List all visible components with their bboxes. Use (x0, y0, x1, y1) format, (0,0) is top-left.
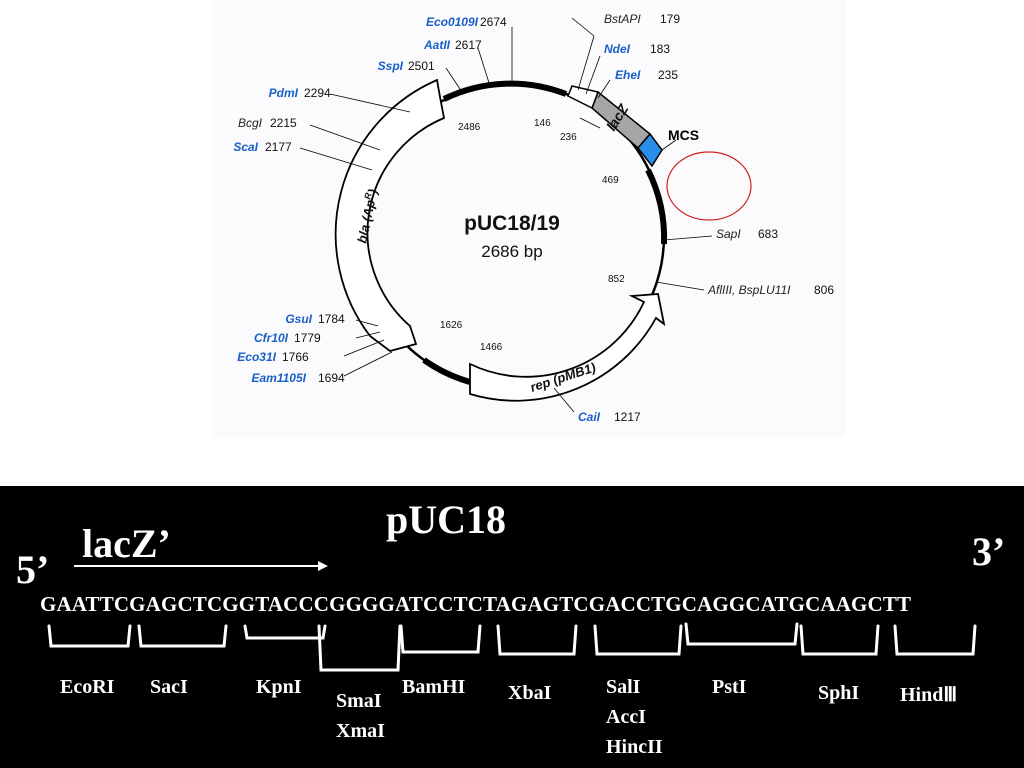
backbone-thick-arc-top (442, 80, 568, 102)
enzyme-xbai: XbaI (508, 682, 552, 704)
lacz-prime-label: lacZ’ (82, 521, 171, 566)
sequence-title: pUC18 (386, 497, 507, 542)
mcs-sequence: GAATTCGAGCTCGGTACCCGGGGATCCTCTAGAGTCGACC… (40, 592, 912, 616)
kpni-bracket (243, 624, 327, 640)
mcs-feature-label: MCS (668, 127, 699, 143)
enzyme-acci: AccI (606, 706, 646, 728)
site-name-bcgi: BcgI (238, 116, 263, 130)
bamhi-bracket (399, 624, 482, 654)
psti-bracket (684, 622, 799, 646)
backbone-thick-arc-bottom (422, 357, 471, 385)
three-prime-label: 3’ (972, 529, 1006, 574)
inner-pos-236: 236 (560, 132, 577, 143)
enzyme-saci: SacI (150, 676, 188, 698)
enzyme-hincii: HincII (606, 736, 663, 758)
site-pos-eam1105i: 1694 (318, 371, 345, 385)
site-name-aatii: AatII (423, 38, 451, 52)
site-pos-gsui: 1784 (318, 312, 345, 326)
site-name-ehei: EheI (615, 68, 641, 82)
enzyme-xmai: XmaI (336, 720, 385, 742)
enzyme-hindiii: HindⅢ (900, 684, 958, 706)
enzyme-smai: SmaI (336, 690, 382, 712)
plasmid-map-panel: Eco0109I 2674 AatII 2617 SspI 2501 PdmI … (212, 0, 846, 438)
enzyme-sali: SalI (606, 676, 641, 698)
inner-pos-1466: 1466 (480, 342, 503, 353)
enzyme-bamhi: BamHI (402, 676, 466, 698)
site-pos-bstapi: 179 (660, 12, 680, 26)
lacz-arrowhead-icon (318, 561, 328, 571)
enzyme-sphi: SphI (818, 682, 860, 704)
enzyme-psti: PstI (712, 676, 747, 698)
site-pos-sspi: 2501 (408, 59, 435, 73)
site-pos-bcgi: 2215 (270, 116, 297, 130)
site-pos-caii: 1217 (614, 410, 641, 424)
xbai-bracket (496, 624, 578, 656)
inner-pos-1626: 1626 (440, 320, 463, 331)
site-name-eco0109i: Eco0109I (426, 15, 479, 29)
sequence-panel: pUC18 lacZ’ 5’ 3’ GAATTCGAGCTCGGTACCCGGG… (0, 486, 1024, 768)
site-name-afliii: AflIII, BspLU11I (707, 283, 791, 297)
inner-pos-2486: 2486 (458, 122, 481, 133)
site-pos-cfr10i: 1779 (294, 331, 321, 345)
highlight-circle (666, 151, 752, 221)
ecori-bracket (47, 624, 132, 648)
backbone-thick-arc-right (645, 168, 668, 245)
site-name-sapi: SapI (716, 227, 741, 241)
site-leader-lines (299, 17, 713, 413)
site-pos-pdmi: 2294 (304, 86, 331, 100)
site-name-caii: CaiI (578, 410, 601, 424)
plasmid-map: Eco0109I 2674 AatII 2617 SspI 2501 PdmI … (212, 0, 846, 438)
sequence-annotation-graphics (47, 561, 977, 672)
sphi-bracket (799, 624, 880, 656)
sali-bracket (593, 624, 683, 656)
site-pos-scai: 2177 (265, 140, 292, 154)
plasmid-name: pUC18/19 (464, 212, 560, 235)
bla-feature-arrow (334, 78, 446, 352)
site-name-sspi: SspI (378, 59, 404, 73)
site-name-eco31i: Eco31I (237, 350, 276, 364)
site-name-eam1105i: Eam1105I (252, 371, 307, 385)
lacz-arrowhead (567, 85, 600, 110)
site-pos-afliii: 806 (814, 283, 834, 297)
enzyme-ecori: EcoRI (60, 676, 115, 698)
smai-bracket (317, 624, 402, 672)
inner-pos-852: 852 (608, 274, 625, 285)
five-prime-label: 5’ (16, 547, 50, 592)
inner-pos-469: 469 (602, 175, 619, 186)
site-name-bstapi: BstAPI (604, 12, 641, 26)
site-pos-eco0109i: 2674 (480, 15, 507, 29)
site-name-ndei: NdeI (604, 42, 631, 56)
site-name-pdmi: PdmI (269, 86, 299, 100)
site-pos-sapi: 683 (758, 227, 778, 241)
site-name-cfr10i: Cfr10I (254, 331, 289, 345)
plasmid-size: 2686 bp (481, 242, 542, 261)
site-pos-ehei: 235 (658, 68, 678, 82)
site-pos-ndei: 183 (650, 42, 670, 56)
map-backdrop (212, 0, 846, 438)
site-name-scai: ScaI (233, 140, 258, 154)
site-pos-eco31i: 1766 (282, 350, 309, 364)
rep-feature-arrow (469, 293, 666, 402)
site-brackets (47, 622, 977, 672)
hindiii-bracket (893, 624, 977, 656)
enzyme-kpni: KpnI (256, 676, 302, 698)
site-name-gsui: GsuI (285, 312, 312, 326)
saci-bracket (137, 624, 228, 648)
site-pos-aatii: 2617 (455, 38, 482, 52)
inner-pos-146: 146 (534, 118, 551, 129)
